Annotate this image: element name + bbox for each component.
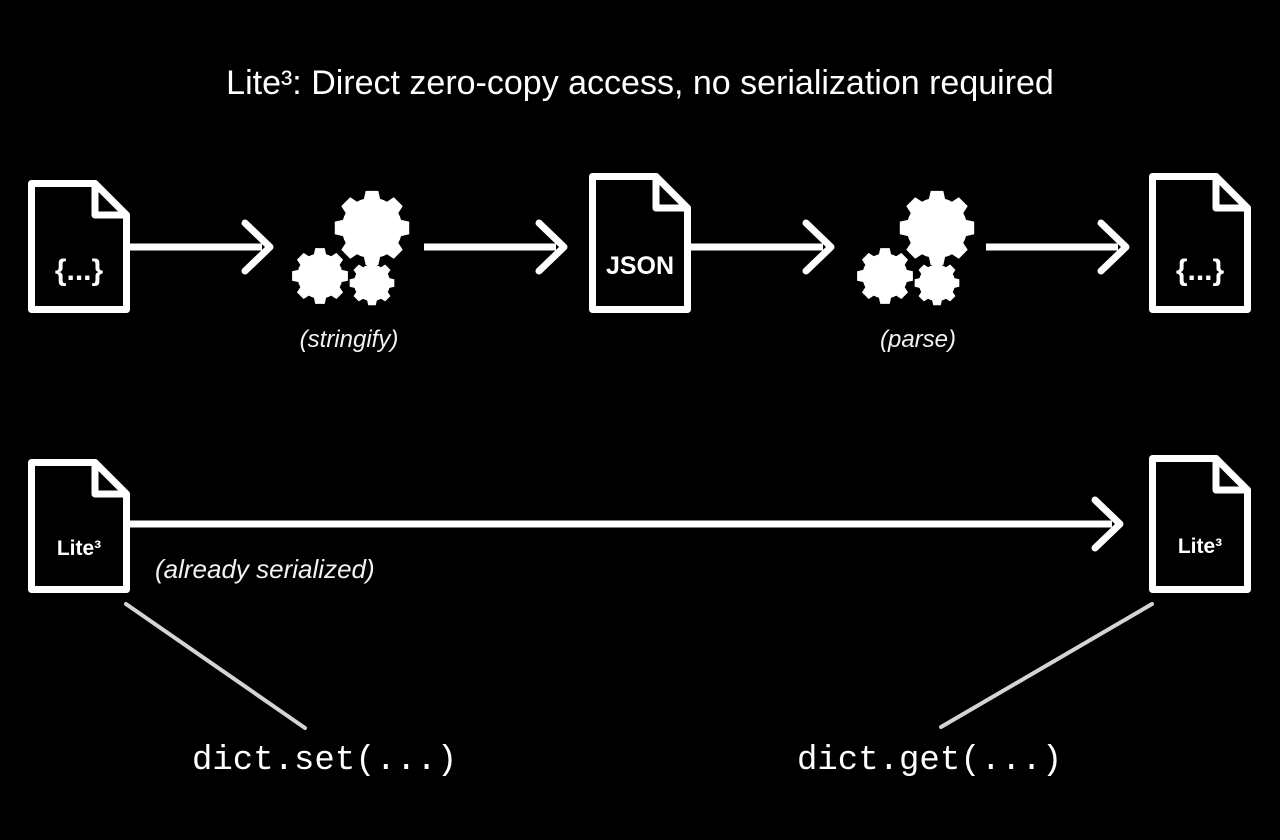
arrow-json-to-parse [691, 219, 835, 275]
already-serialized-note: (already serialized) [155, 554, 375, 584]
lite3-target-document-label: Lite³ [1178, 535, 1222, 558]
json-target-document-label: {...} [1176, 254, 1225, 287]
json-target-document: {...} [1149, 173, 1251, 313]
page-title: Lite³: Direct zero-copy access, no seria… [226, 64, 1054, 102]
parse-gears-icon: (parse) [857, 190, 975, 353]
arrow-parse-to-target [986, 219, 1130, 275]
arrow-stringify-to-json [424, 219, 568, 275]
lite3-source-document-label: Lite³ [57, 537, 101, 560]
json-document: JSON [589, 173, 691, 313]
arrow-source-to-stringify [130, 219, 274, 275]
parse-label: (parse) [880, 326, 956, 353]
leader-line-dict-get [939, 602, 1154, 729]
arrow-direct-zero-copy [128, 496, 1124, 552]
lite3-source-document: Lite³ [28, 459, 130, 593]
dict-get-call: dict.get(...) [797, 742, 1062, 780]
json-source-document: {...} [28, 180, 130, 313]
json-document-label: JSON [606, 252, 674, 280]
dict-set-call: dict.set(...) [192, 742, 457, 780]
leader-line-dict-set [124, 602, 307, 730]
lite3-target-document: Lite³ [1149, 455, 1251, 593]
stringify-gears-icon: (stringify) [292, 190, 410, 353]
json-source-document-label: {...} [55, 254, 104, 287]
stringify-label: (stringify) [300, 326, 399, 353]
